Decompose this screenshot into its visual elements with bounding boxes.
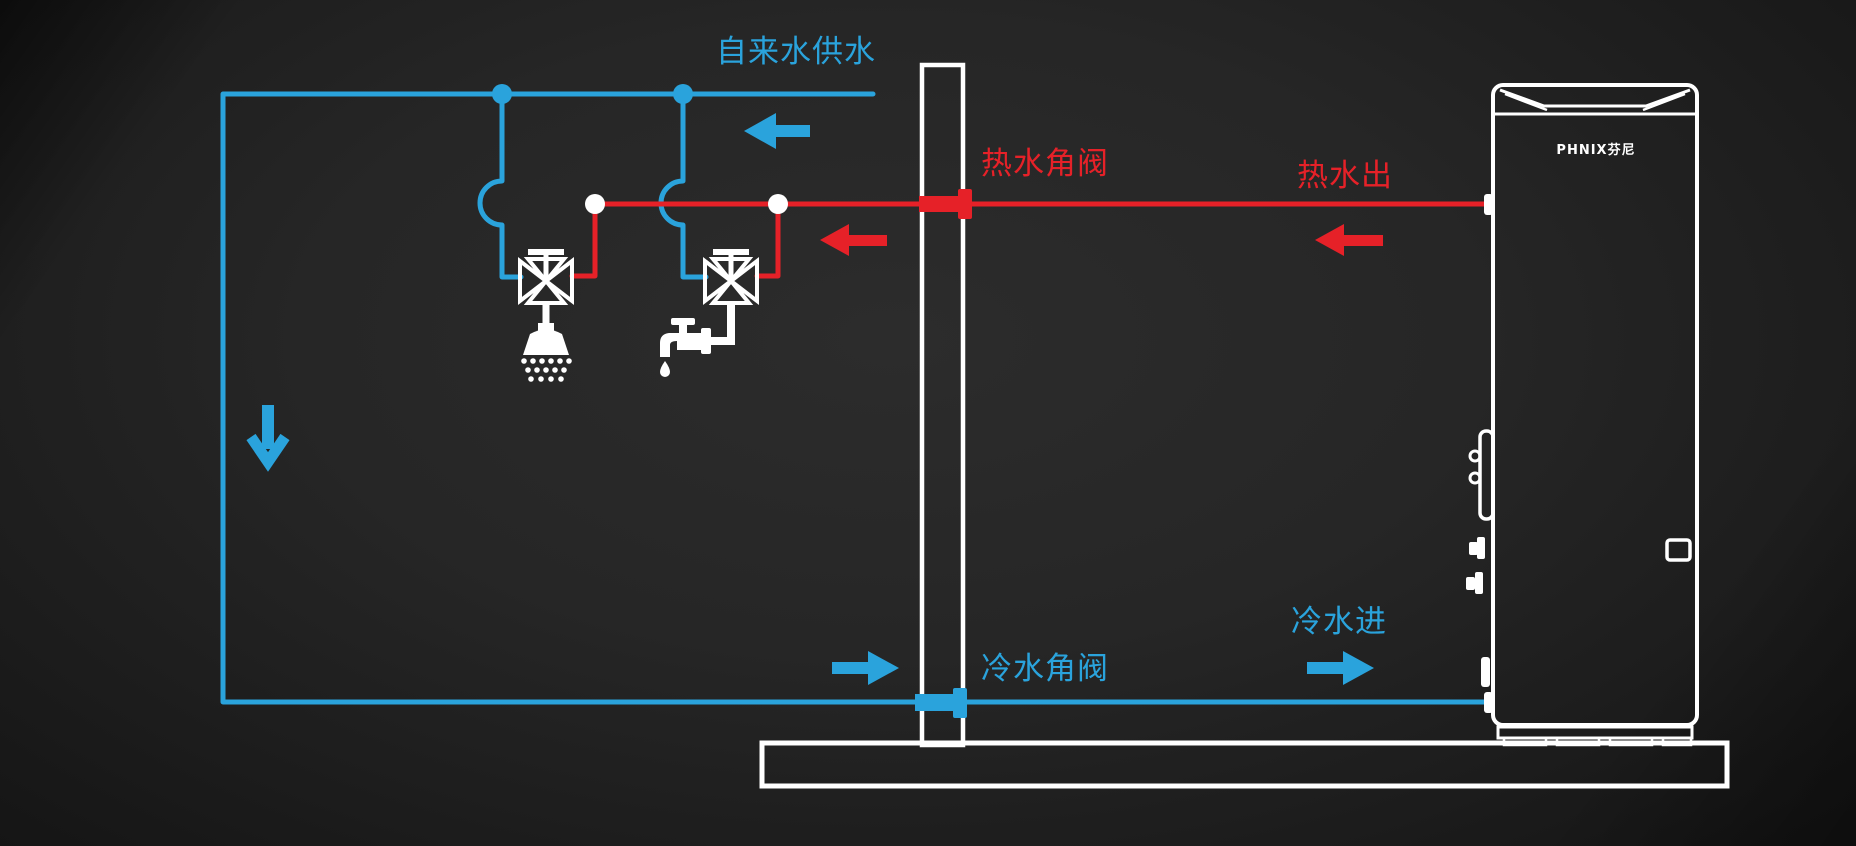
flow-arrow-right-cold-wall-icon (832, 651, 899, 685)
faucet-flange (701, 328, 711, 354)
hot-drop-shower-pipe (569, 209, 598, 279)
label-hot-water-out: 热水出 (1297, 158, 1393, 194)
unit-door-handle (1665, 538, 1692, 562)
hot-tee-junction-dot (768, 194, 788, 214)
flow-arrow-down-cold-loop-icon (246, 405, 290, 472)
floor (759, 740, 1730, 789)
unit-pipe-fitting (1469, 537, 1485, 559)
valve-cross-blades (703, 256, 759, 306)
unit-body (1491, 83, 1699, 727)
label-hot-water-angle-valve: 热水角阀 (981, 146, 1109, 182)
unit-pipe-fitting (1466, 572, 1483, 594)
cold-branch-faucet-pipe (658, 91, 709, 280)
faucet-handle-stem (679, 325, 687, 334)
unit-cold-inlet-stub (1484, 692, 1493, 713)
wall-hatched-column (919, 62, 966, 748)
valve-cross-blades (518, 256, 574, 306)
unit-feet (1502, 736, 1693, 747)
wall (919, 62, 966, 748)
floor-hatched-bar (759, 740, 1730, 789)
cold-water-main-loop-pipe (220, 91, 1489, 705)
unit-side-knob (1468, 471, 1482, 485)
label-tap-water-supply: 自来水供水 (716, 34, 876, 70)
faucet-drip-droplet (660, 361, 670, 377)
hot-valve-body (919, 196, 963, 212)
shower-water-drops (521, 358, 572, 382)
shower-head-icon (523, 329, 569, 355)
hot-tee-junction-dot (585, 194, 605, 214)
faucet-mixing-valve-icon (703, 249, 759, 306)
unit-top-recess (1499, 88, 1691, 108)
cold-tee-junction-dot (673, 84, 693, 104)
faucet-handle-bar (671, 318, 695, 325)
cold-branch-shower-pipe (477, 91, 524, 280)
unit-hot-outlet-stub (1484, 194, 1493, 215)
cold-tee-junction-dot (492, 84, 512, 104)
faucet-spout (660, 333, 677, 357)
hot-water-pipes (569, 194, 1489, 279)
water-heater-unit (1466, 83, 1699, 747)
unit-top-recess-inner (1504, 92, 1686, 112)
flow-arrows (246, 113, 1383, 685)
faucet-fixture (660, 303, 735, 377)
shower-mixing-valve-icon (518, 249, 574, 382)
flow-arrow-left-hot-unit-icon (1315, 224, 1383, 256)
label-cold-water-angle-valve: 冷水角阀 (981, 651, 1109, 687)
unit-brand-logo: PHNIX芬尼 (1556, 143, 1636, 158)
unit-side-knob (1468, 449, 1482, 463)
shower-collar (538, 323, 554, 334)
hot-valve-flange (958, 189, 972, 219)
hot-drop-faucet-pipe (754, 209, 781, 279)
label-cold-water-in: 冷水进 (1291, 604, 1387, 640)
hot-water-angle-valve-icon (919, 189, 972, 219)
flow-arrow-left-cold-top-icon (744, 113, 810, 149)
faucet-body (677, 333, 703, 350)
faucet-supply-elbow (710, 303, 735, 345)
flow-arrow-right-cold-unit-icon (1307, 651, 1374, 685)
cold-valve-flange (953, 688, 967, 718)
cold-water-angle-valve-icon (915, 688, 967, 718)
cold-valve-body (915, 694, 957, 711)
unit-pipe-fitting (1481, 657, 1490, 687)
flow-arrow-left-hot-wall-icon (820, 224, 887, 256)
unit-base-plinth (1496, 725, 1694, 740)
